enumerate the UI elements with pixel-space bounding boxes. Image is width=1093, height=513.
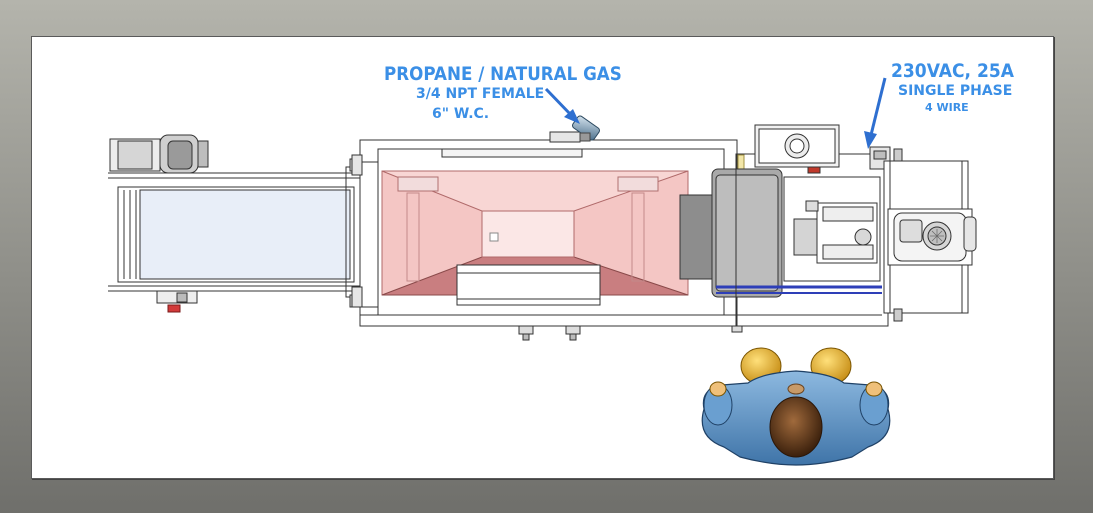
- electrical-section: [735, 124, 891, 327]
- infeed-belt: [139, 189, 351, 280]
- emergency-stop-icon: [167, 304, 181, 313]
- power-supply-title: 230VAC, 25A: [891, 60, 1015, 82]
- power-callout-arrow: [864, 77, 887, 149]
- operator-figure: [701, 347, 891, 466]
- infeed-conveyor: [108, 134, 363, 313]
- gas-fitting-size: 3/4 NPT FEMALE: [416, 86, 545, 102]
- power-wire-count: 4 WIRE: [925, 101, 969, 114]
- drawing-sheet: PROPANE / NATURAL GAS 3/4 NPT FEMALE 6" …: [31, 36, 1054, 479]
- oven-body: [351, 131, 882, 341]
- gas-pressure: 6" W.C.: [432, 106, 490, 122]
- equipment-plan-drawing: [108, 77, 977, 466]
- transition-section: [679, 168, 882, 298]
- burner-module: [883, 148, 977, 322]
- gas-supply-title: PROPANE / NATURAL GAS: [384, 63, 622, 85]
- electrical-junction-box: [754, 124, 840, 174]
- conveyor-drive-motor: [109, 134, 209, 174]
- power-phase: SINGLE PHASE: [898, 83, 1013, 99]
- gas-callout-arrow: [544, 87, 580, 124]
